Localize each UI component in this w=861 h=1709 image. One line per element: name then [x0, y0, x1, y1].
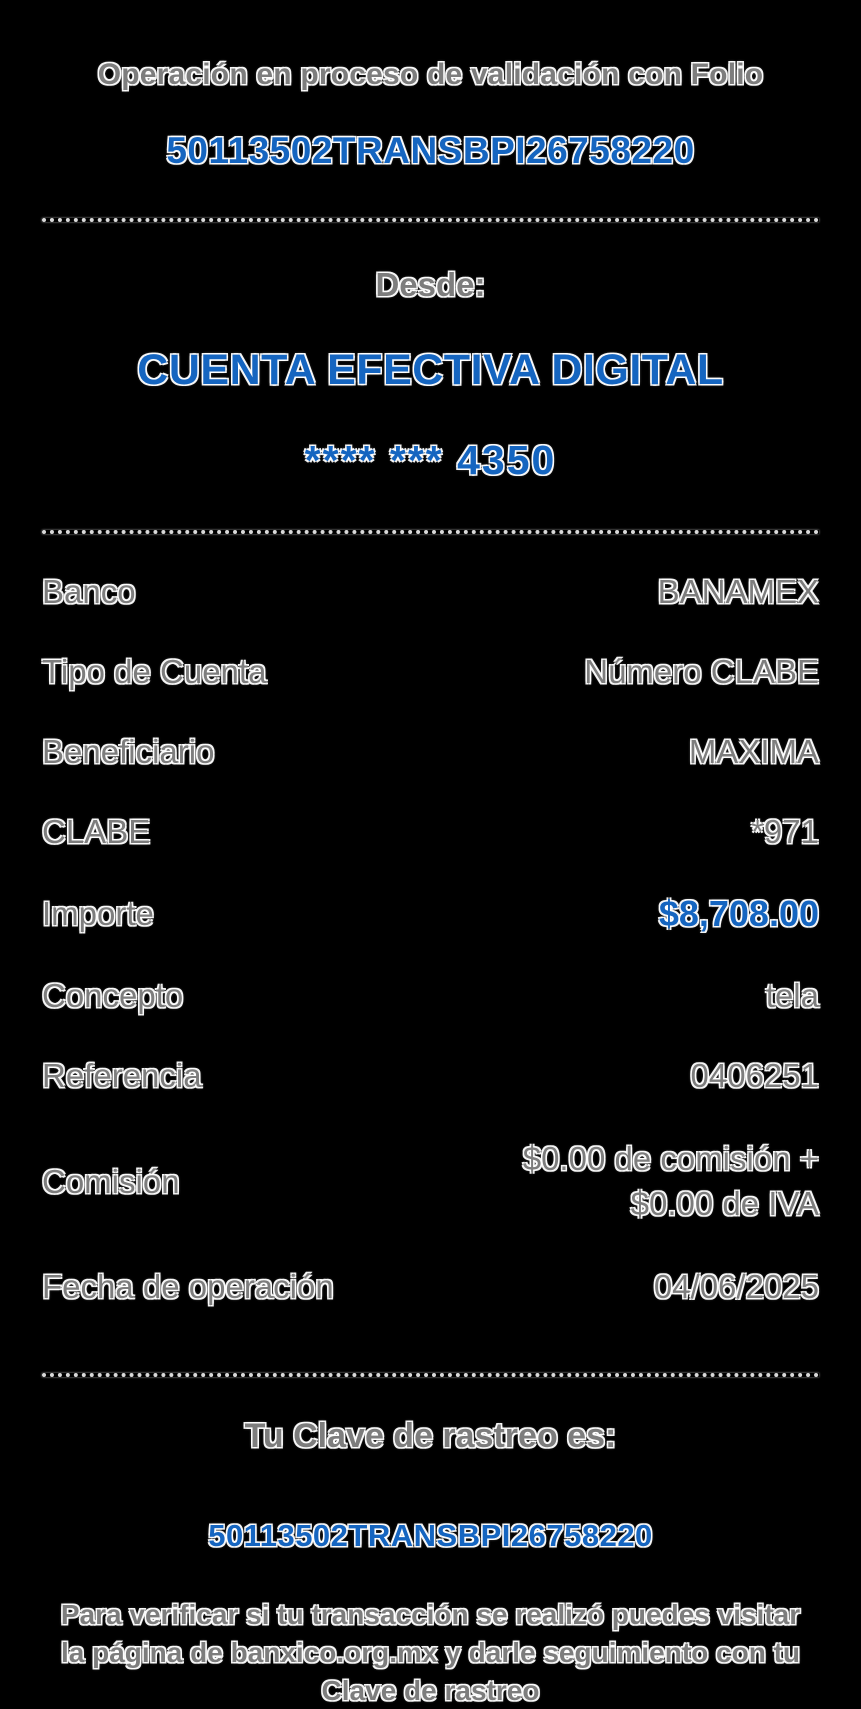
detail-rows: Banco BANAMEX Tipo de Cuenta Número CLAB…: [42, 552, 819, 1327]
tracking-key-title: Tu Clave de rastreo es:: [244, 1417, 617, 1456]
verification-note: Para verificar si tu transacción se real…: [42, 1596, 819, 1709]
detail-label: Concepto: [42, 977, 184, 1014]
detail-row-beneficiario: Beneficiario MAXIMA: [42, 712, 819, 792]
detail-row-referencia: Referencia 0406251: [42, 1036, 819, 1116]
detail-value: tela: [765, 977, 819, 1014]
detail-row-importe: Importe $8,708.00: [42, 872, 819, 956]
detail-value: Número CLABE: [584, 653, 819, 690]
detail-row-fecha-operacion: Fecha de operación 04/06/2025: [42, 1247, 819, 1327]
detail-row-clabe: CLABE *971: [42, 792, 819, 872]
detail-label: Importe: [42, 895, 154, 932]
source-account-mask: **** *** 4350: [304, 437, 557, 483]
detail-value: *971: [751, 813, 819, 850]
detail-value: 04/06/2025: [653, 1268, 819, 1306]
detail-value-amount: $8,708.00: [658, 893, 819, 934]
divider: [42, 530, 819, 534]
detail-value: 0406251: [690, 1057, 819, 1094]
commission-line-1: $0.00 de comisión +: [522, 1140, 819, 1177]
divider: [42, 218, 819, 222]
tracking-key-code: 50113502TRANSBPI26758220: [208, 1518, 653, 1554]
detail-label: Comisión: [42, 1162, 180, 1200]
transaction-receipt: Operación en proceso de validación con F…: [42, 58, 819, 1706]
detail-value: BANAMEX: [657, 573, 819, 610]
validation-status-text: Operación en proceso de validación con F…: [97, 58, 764, 91]
detail-value-commission: $0.00 de comisión + $0.00 de IVA: [200, 1137, 819, 1226]
commission-line-2: $0.00 de IVA: [630, 1184, 819, 1222]
divider: [42, 1373, 819, 1378]
detail-row-comision: Comisión $0.00 de comisión + $0.00 de IV…: [42, 1116, 819, 1247]
detail-label: Banco: [42, 573, 136, 610]
detail-label: Tipo de Cuenta: [42, 653, 267, 690]
detail-label: CLABE: [42, 813, 151, 850]
banxico-link: banxico.org.mx: [230, 1636, 438, 1668]
detail-row-concepto: Concepto tela: [42, 956, 819, 1036]
source-account-name: CUENTA EFECTIVA DIGITAL: [137, 346, 724, 394]
folio-number: 50113502TRANSBPI26758220: [166, 130, 695, 171]
detail-label: Beneficiario: [42, 733, 215, 770]
detail-row-banco: Banco BANAMEX: [42, 552, 819, 632]
detail-label: Fecha de operación: [42, 1268, 334, 1306]
detail-row-tipo-cuenta: Tipo de Cuenta Número CLABE: [42, 632, 819, 712]
detail-value: MAXIMA: [688, 733, 819, 770]
detail-label: Referencia: [42, 1057, 202, 1094]
from-label: Desde:: [375, 266, 486, 303]
